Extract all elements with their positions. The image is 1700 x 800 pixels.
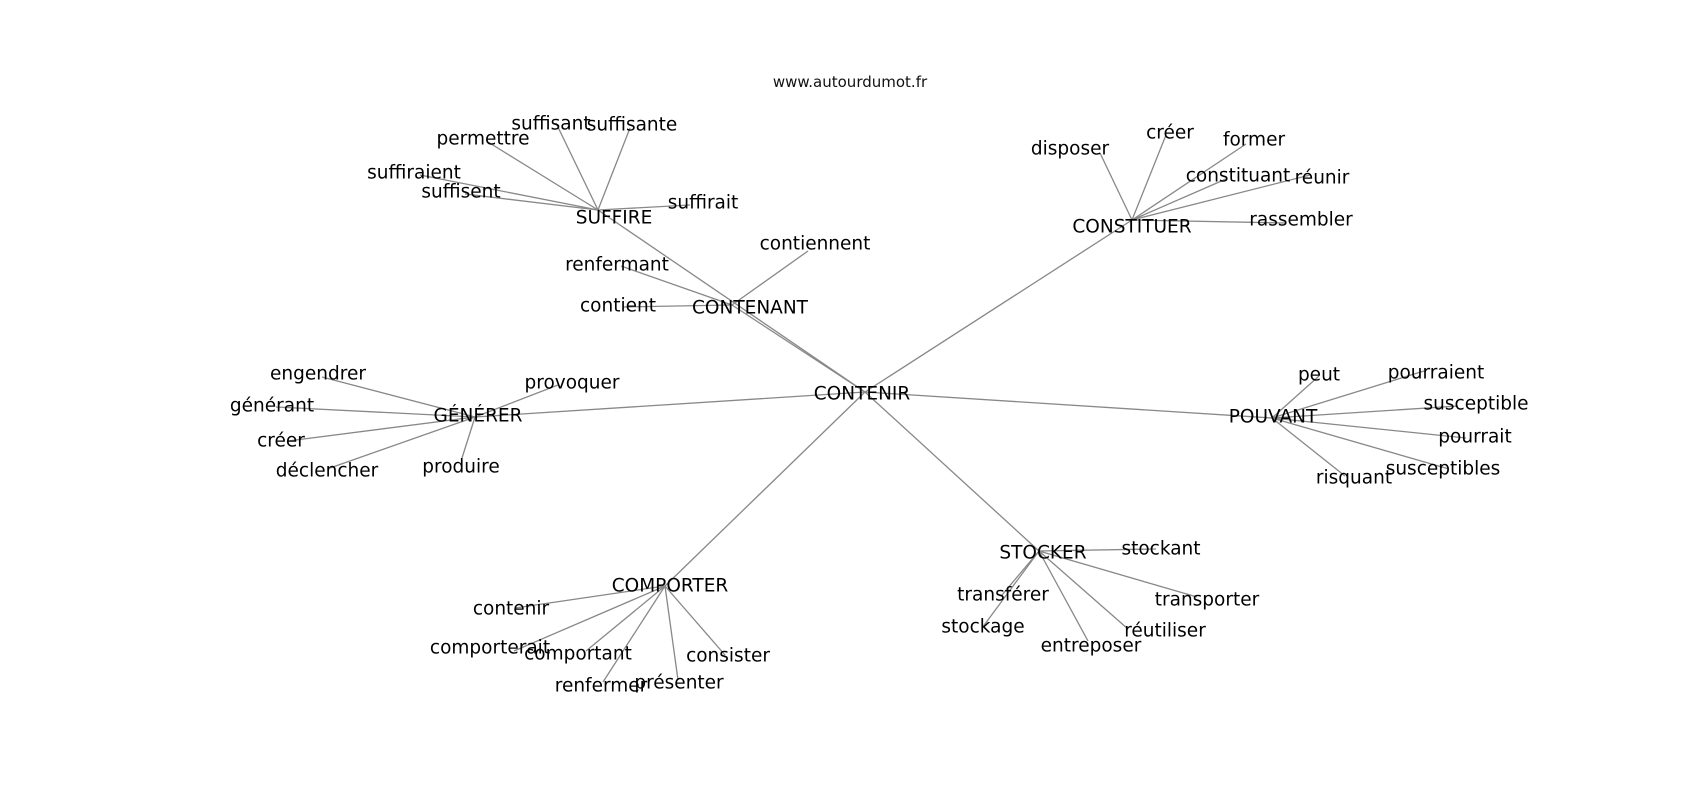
word-node-label: suffisent (421, 182, 500, 203)
edge-center-to-hub (597, 209, 866, 393)
edge-hub-to-word (602, 585, 666, 683)
edge-hub-to-word (474, 384, 559, 418)
edge-hub-to-word (597, 127, 631, 211)
word-node-label: déclencher (276, 461, 379, 482)
edge-hub-to-word (555, 122, 599, 211)
word-node-label: produire (422, 457, 499, 478)
edge-hub-to-word (1271, 375, 1320, 419)
edge-hub-to-word (622, 304, 733, 308)
edge-center-to-hub (864, 391, 1273, 419)
edge-hub-to-word (981, 550, 1040, 629)
word-node-label: transférer (957, 585, 1049, 606)
edge-center-to-hub (864, 391, 1040, 552)
hub-node-label: POUVANT (1229, 407, 1318, 428)
word-node-label: suffirait (668, 193, 739, 214)
edge-hub-to-word (1131, 219, 1287, 224)
word-node-label: consister (686, 646, 770, 667)
hub-node-label: CONSTITUER (1072, 217, 1191, 238)
edge-hub-to-word (329, 416, 476, 469)
word-node-label: suffisante (587, 115, 678, 136)
edge-hub-to-word (1271, 417, 1467, 439)
word-node-label: former (1223, 130, 1286, 151)
word-node-label: provoquer (525, 373, 620, 394)
word-node-label: réunir (1295, 168, 1350, 189)
edge-center-to-hub (474, 391, 866, 418)
word-node-label: stockant (1121, 539, 1200, 560)
word-node-label: comportant (524, 644, 632, 665)
edge-hub-to-word (464, 193, 599, 211)
edge-hub-to-word (514, 585, 666, 609)
edge-hub-to-word (321, 376, 476, 418)
center-node-label: CONTENIR (814, 384, 911, 405)
word-node-label: transporter (1155, 590, 1260, 611)
word-node-label: contenir (473, 599, 550, 620)
hub-node-label: CONTENANT (692, 298, 809, 319)
word-node-label: permettre (437, 129, 530, 150)
word-node-label: peut (1298, 365, 1340, 386)
edge-hub-to-word (1271, 417, 1450, 470)
edge-hub-to-word (585, 585, 666, 652)
word-node-label: créer (257, 431, 305, 452)
edge-hub-to-word (731, 250, 809, 306)
hub-node-label: COMPORTER (612, 576, 729, 597)
word-node-label: réutiliser (1124, 621, 1206, 642)
edge-hub-to-word (513, 585, 666, 652)
word-node-label: générant (230, 396, 314, 417)
edge-hub-to-word (1131, 174, 1311, 221)
edge-hub-to-word (1099, 152, 1133, 221)
site-url-label: www.autourdumot.fr (772, 73, 928, 91)
edge-hub-to-word (287, 416, 476, 442)
word-node-label: susceptible (1424, 394, 1529, 415)
edge-hub-to-word (1271, 417, 1346, 477)
edge-hub-to-word (664, 585, 679, 681)
word-node-label: contient (580, 296, 656, 317)
word-node-label: engendrer (270, 364, 366, 385)
word-node-label: rassembler (1249, 210, 1353, 231)
edge-hub-to-word (1038, 548, 1157, 552)
edge-hub-to-word (1131, 178, 1227, 221)
edge-hub-to-word (1271, 405, 1459, 419)
word-node-label: comporterait (430, 638, 550, 659)
hub-node-label: GÉNÉRER (434, 405, 523, 427)
edge-hub-to-word (620, 265, 733, 306)
edge-hub-to-word (487, 141, 599, 211)
edge-hub-to-word (1038, 550, 1198, 598)
word-node-label: disposer (1031, 139, 1110, 160)
word-node-label: constituant (1186, 166, 1291, 187)
word-node-label: risquant (1316, 468, 1392, 489)
edge-hub-to-word (1271, 370, 1425, 419)
word-node-label: renfermant (565, 255, 669, 276)
edge-center-to-hub (664, 391, 866, 587)
edge-center-to-hub (864, 219, 1133, 393)
edge-hub-to-word (597, 204, 691, 211)
hub-node-label: STOCKER (999, 543, 1086, 564)
edge-hub-to-word (419, 174, 599, 211)
edge-hub-to-word (1038, 550, 1089, 642)
word-node-label: stockage (941, 617, 1024, 638)
edge-hub-to-word (461, 416, 476, 459)
word-node-label: créer (1146, 123, 1194, 144)
word-node-label: renfermer (555, 676, 648, 697)
word-node-label: suffisant (511, 114, 590, 135)
word-node-label: entreposer (1041, 636, 1142, 657)
edge-hub-to-word (1038, 550, 1129, 630)
edge-hub-to-word (664, 585, 726, 656)
edge-hub-to-word (1131, 143, 1247, 221)
word-node-label: pourrait (1438, 427, 1511, 448)
edge-center-to-hub (731, 304, 866, 393)
hub-node-label: SUFFIRE (576, 208, 653, 229)
edge-hub-to-word (275, 406, 476, 418)
word-node-label: pourraient (1388, 363, 1485, 384)
word-node-label: contiennent (760, 234, 871, 255)
word-node-label: suffiraient (367, 163, 461, 184)
edges-layer (275, 122, 1467, 683)
edge-hub-to-word (1131, 134, 1167, 221)
word-node-label: susceptibles (1386, 459, 1501, 480)
word-node-label: présenter (634, 673, 724, 694)
